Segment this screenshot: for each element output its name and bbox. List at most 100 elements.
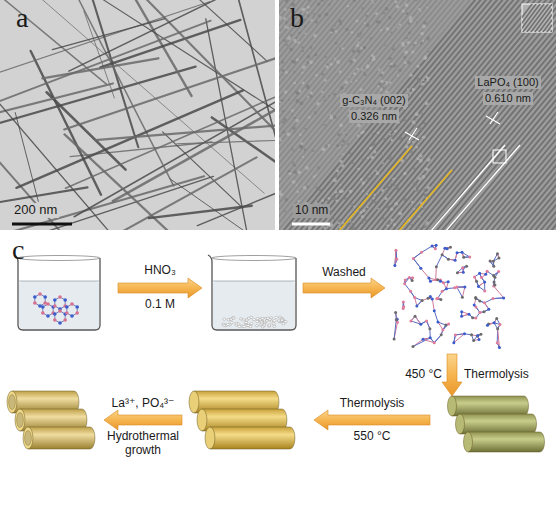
amorphous-speckle bbox=[335, 191, 337, 193]
amorphous-speckle bbox=[415, 112, 419, 116]
network-atom bbox=[460, 310, 463, 313]
tube-face bbox=[205, 427, 215, 449]
amorphous-speckle bbox=[334, 174, 338, 178]
lattice-fringe bbox=[419, 35, 556, 230]
amorphous-speckle bbox=[386, 205, 389, 208]
liquid-surface bbox=[19, 281, 99, 282]
amorphous-speckle bbox=[395, 1, 398, 4]
amorphous-speckle bbox=[386, 27, 390, 31]
beaker-liquid bbox=[19, 281, 99, 329]
lattice-fringe bbox=[422, 38, 556, 230]
network-atom bbox=[480, 276, 483, 279]
amorphous-speckle bbox=[412, 141, 414, 143]
amorphous-speckle bbox=[345, 28, 349, 32]
amorphous-speckle bbox=[353, 0, 356, 2]
amorphous-speckle bbox=[307, 55, 311, 59]
lattice-guide bbox=[430, 145, 505, 230]
amorphous-speckle bbox=[344, 80, 348, 84]
amorphous-speckle bbox=[407, 22, 410, 25]
amorphous-speckle bbox=[326, 63, 328, 65]
precipitate-particle bbox=[281, 319, 284, 321]
molecule-atom bbox=[75, 311, 79, 315]
amorphous-speckle bbox=[423, 79, 425, 81]
network-bond bbox=[413, 252, 421, 258]
network-atom bbox=[476, 334, 479, 337]
amorphous-speckle bbox=[382, 107, 384, 109]
amorphous-speckle bbox=[380, 80, 383, 83]
amorphous-speckle bbox=[353, 205, 355, 207]
lattice-fringe bbox=[293, 0, 556, 230]
network-bond bbox=[477, 335, 478, 336]
network-bond bbox=[413, 252, 421, 258]
amorphous-speckle bbox=[402, 44, 405, 47]
amorphous-speckle bbox=[418, 8, 420, 10]
amorphous-speckle bbox=[315, 198, 317, 200]
amorphous-speckle bbox=[407, 88, 409, 90]
network-atom bbox=[456, 271, 459, 274]
amorphous-speckle bbox=[395, 186, 399, 190]
amorphous-speckle bbox=[293, 116, 296, 119]
network-atom bbox=[419, 323, 422, 326]
amorphous-speckle bbox=[331, 196, 333, 198]
network-atom bbox=[411, 345, 414, 348]
network-atom bbox=[495, 317, 498, 320]
panel-letter: c bbox=[12, 234, 24, 266]
amorphous-speckle bbox=[371, 174, 374, 177]
amorphous-speckle bbox=[415, 146, 418, 149]
amorphous-speckle bbox=[307, 95, 309, 97]
amorphous-speckle bbox=[349, 60, 352, 63]
amorphous-speckle bbox=[349, 226, 351, 228]
amorphous-speckle bbox=[421, 175, 425, 179]
amorphous-speckle bbox=[353, 59, 356, 62]
network-atom bbox=[478, 299, 481, 302]
amorphous-speckle bbox=[385, 44, 387, 46]
amorphous-speckle bbox=[310, 46, 312, 48]
amorphous-speckle bbox=[367, 177, 370, 180]
lattice-fringe bbox=[348, 0, 556, 230]
amorphous-speckle bbox=[381, 71, 384, 74]
amorphous-speckle bbox=[357, 124, 361, 128]
amorphous-speckle bbox=[303, 186, 307, 190]
amorphous-speckle bbox=[292, 150, 294, 152]
precipitate-particle bbox=[277, 320, 280, 322]
network-atom bbox=[445, 287, 448, 290]
amorphous-speckle bbox=[351, 81, 353, 83]
amorphous-speckle bbox=[295, 99, 299, 103]
amorphous-speckle bbox=[420, 42, 422, 44]
network-atom bbox=[412, 257, 415, 260]
amorphous-speckle bbox=[362, 158, 365, 161]
inset-fringe bbox=[545, 4, 552, 32]
amorphous-speckle bbox=[384, 82, 386, 84]
amorphous-speckle bbox=[404, 56, 407, 59]
amorphous-speckle bbox=[423, 208, 425, 210]
amorphous-speckle bbox=[339, 160, 342, 163]
network-atom bbox=[452, 341, 455, 344]
amorphous-speckle bbox=[342, 222, 344, 224]
amorphous-speckle bbox=[422, 40, 424, 42]
amorphous-speckle bbox=[339, 190, 342, 193]
scale-label: 200 nm bbox=[12, 203, 59, 218]
amorphous-speckle bbox=[292, 180, 294, 182]
amorphous-speckle bbox=[372, 2, 374, 4]
amorphous-speckle bbox=[419, 127, 423, 131]
amorphous-speckle bbox=[285, 44, 287, 46]
amorphous-speckle bbox=[302, 50, 304, 52]
amorphous-speckle bbox=[381, 189, 384, 192]
amorphous-speckle bbox=[280, 139, 282, 141]
amorphous-speckle bbox=[427, 80, 429, 82]
network-atom bbox=[404, 279, 407, 282]
amorphous-speckle bbox=[390, 183, 392, 185]
amorphous-speckle bbox=[421, 113, 423, 115]
amorphous-speckle bbox=[325, 12, 329, 16]
amorphous-speckle bbox=[336, 60, 340, 64]
network-atom bbox=[447, 258, 450, 261]
inset-fringe bbox=[541, 4, 552, 32]
network-atom bbox=[493, 321, 496, 324]
molecule-atom bbox=[53, 304, 57, 308]
amorphous-speckle bbox=[357, 33, 361, 37]
molecule-atom bbox=[70, 314, 74, 318]
amorphous-speckle bbox=[307, 14, 310, 17]
amorphous-speckle bbox=[356, 44, 360, 48]
amorphous-speckle bbox=[293, 131, 295, 133]
amorphous-speckle bbox=[296, 58, 299, 61]
